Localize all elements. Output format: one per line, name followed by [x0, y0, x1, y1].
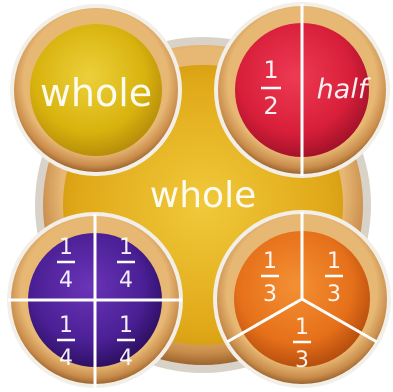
purple-q1-num: 1	[59, 235, 73, 260]
orange-pie: 1 3 1 3 1 3	[213, 210, 391, 388]
orange-t2-den: 3	[327, 282, 341, 307]
red-pie-word: half	[317, 74, 371, 105]
orange-t3-num: 1	[295, 315, 309, 340]
purple-q1-den: 4	[59, 268, 73, 293]
purple-q2-den: 4	[119, 268, 133, 293]
purple-q4-den: 4	[119, 346, 133, 371]
orange-t1-den: 3	[263, 282, 277, 307]
orange-t1-num: 1	[263, 249, 277, 274]
purple-q4-num: 1	[119, 313, 133, 338]
purple-q3-den: 4	[59, 346, 73, 371]
yellow-pie: whole	[10, 4, 182, 176]
purple-q2-num: 1	[119, 235, 133, 260]
orange-t3-den: 3	[295, 348, 309, 373]
yellow-pie-label: whole	[40, 71, 152, 115]
red-pie-fraction-den: 2	[263, 92, 278, 120]
purple-pie: 1 4 1 4 1 4 1 4	[7, 212, 183, 388]
big-pie-label: whole	[150, 175, 256, 216]
red-pie: 1 2 half	[214, 2, 390, 178]
purple-q3-num: 1	[59, 313, 73, 338]
orange-t2-num: 1	[327, 249, 341, 274]
red-pie-fraction-num: 1	[263, 56, 278, 84]
